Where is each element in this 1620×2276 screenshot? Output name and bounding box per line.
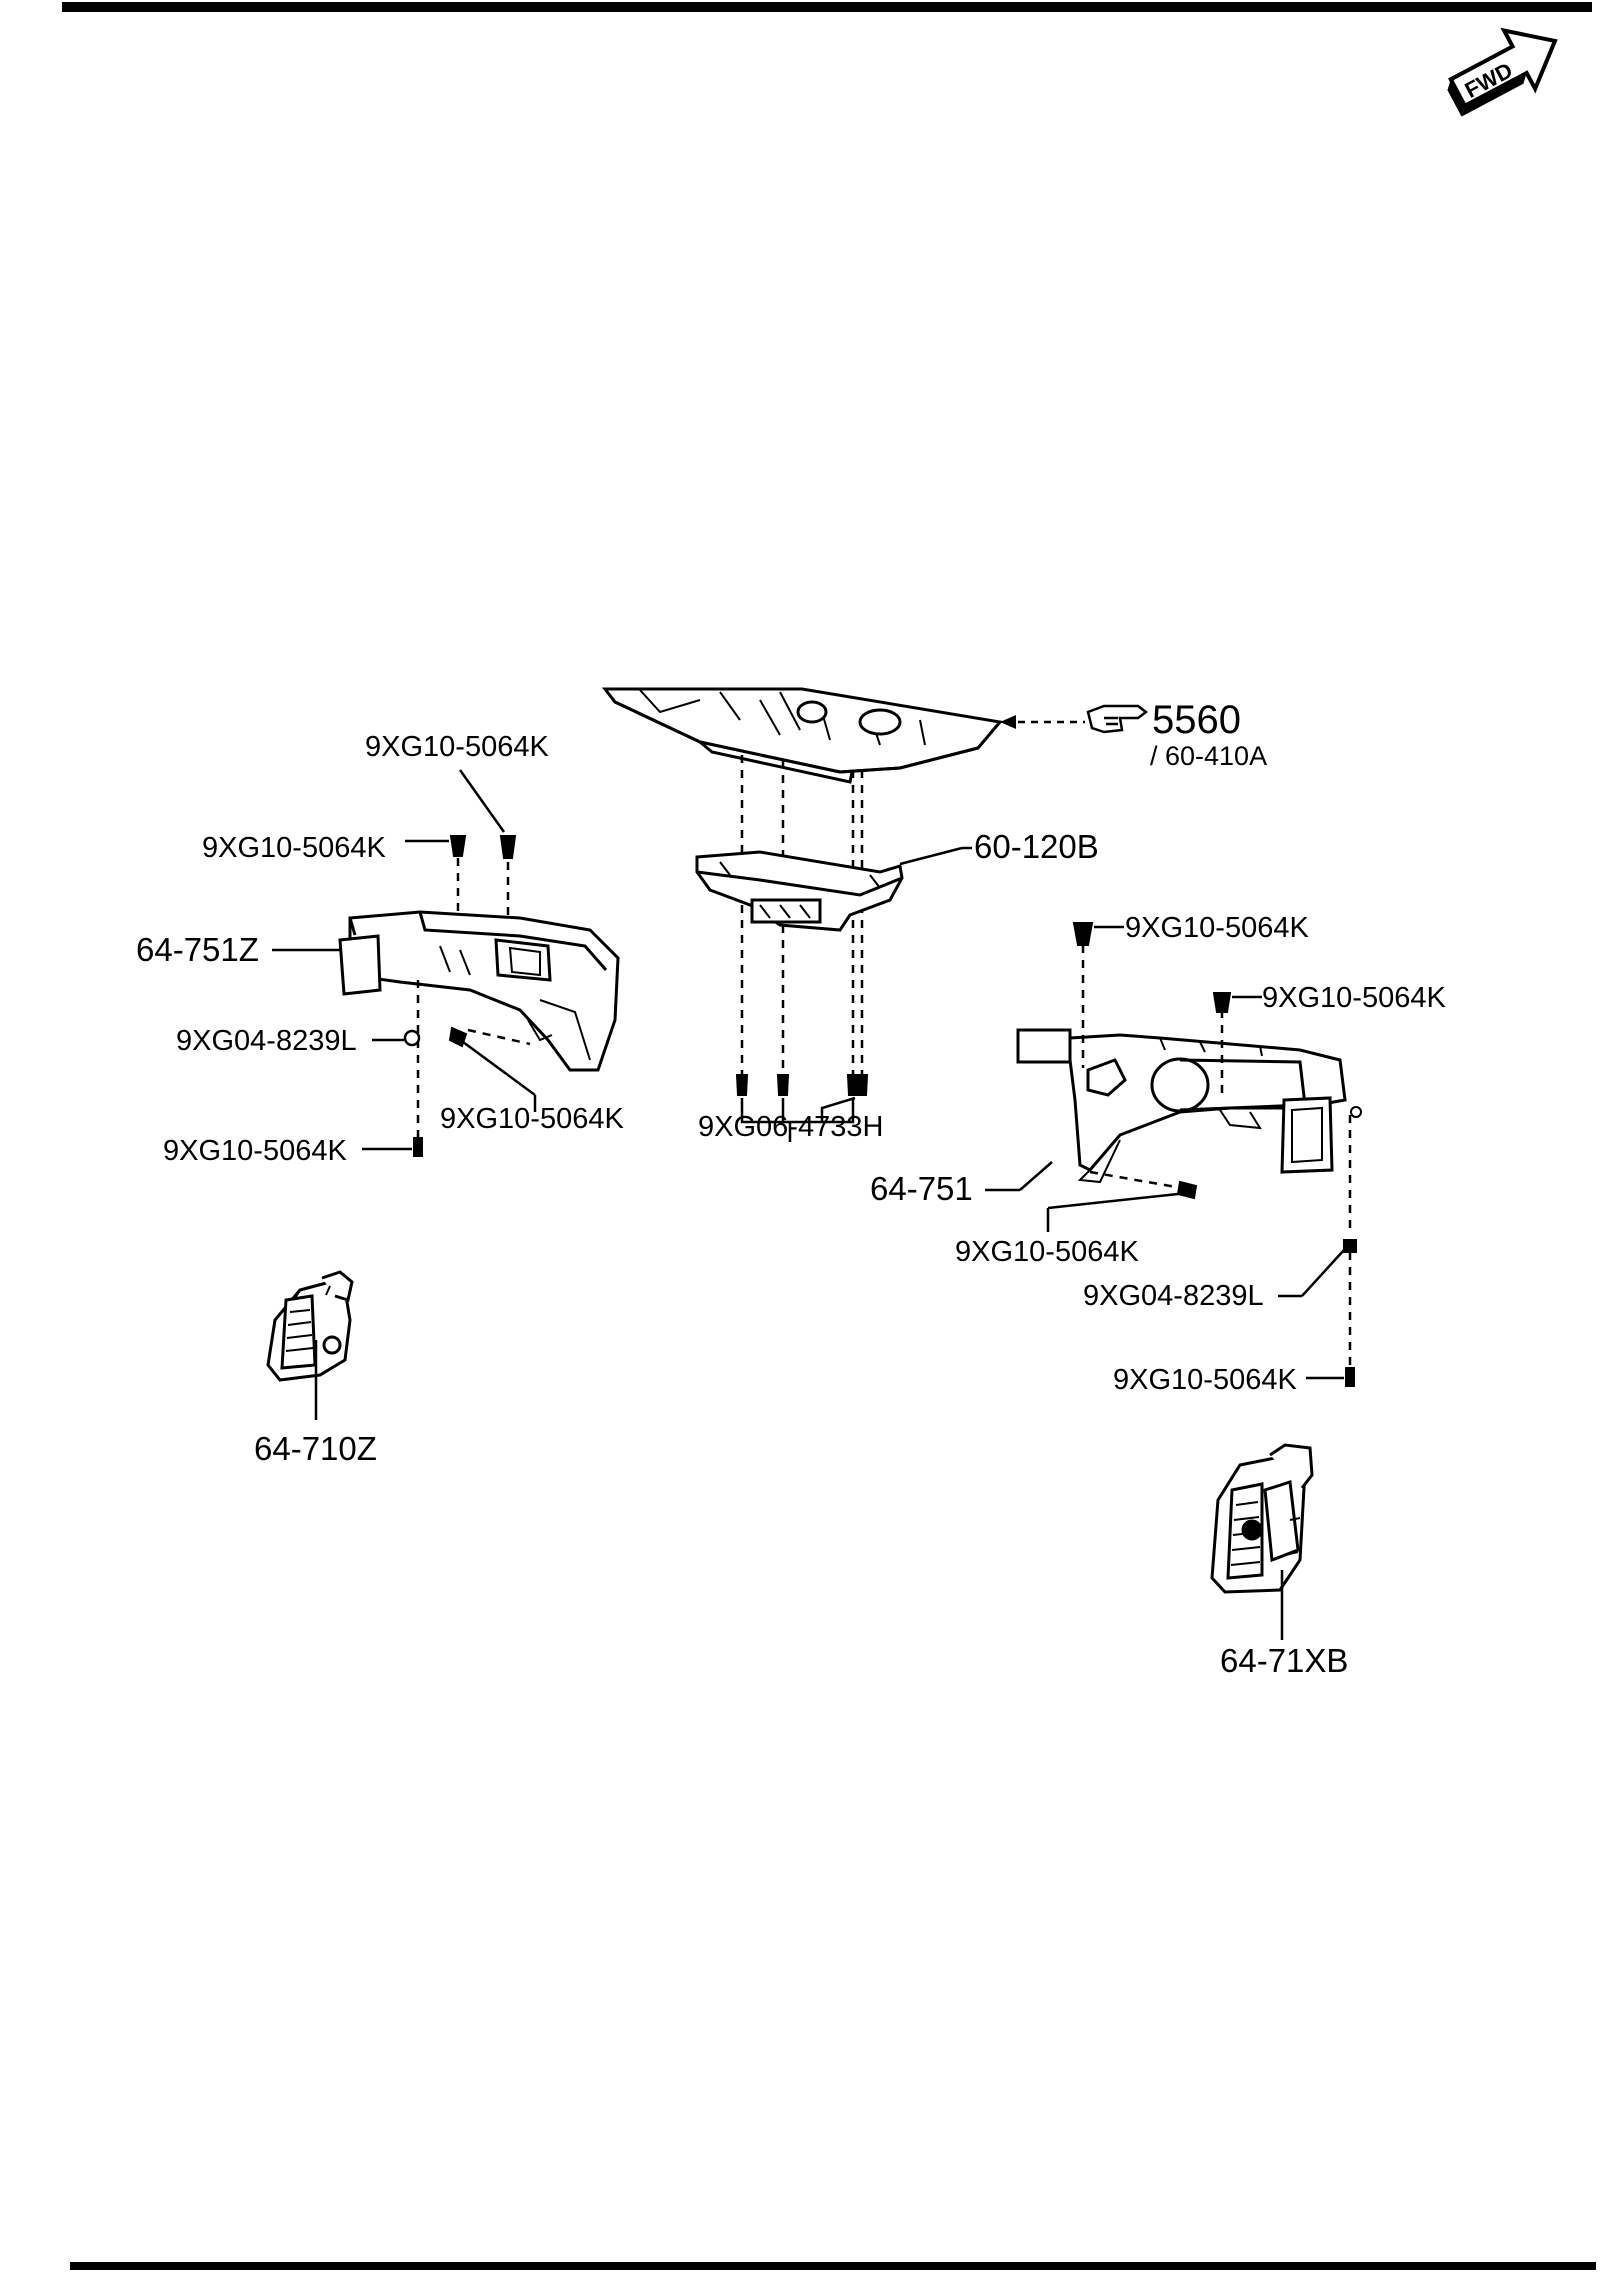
label-top-bolt: 9XG10-5064K (365, 731, 549, 763)
bottom-rule (70, 2262, 1596, 2270)
fwd-arrow-icon: FWD (1447, 27, 1558, 117)
label-left-clip: 9XG04-8239L (176, 1025, 357, 1057)
label-left-bolt-mid: 9XG10-5064K (440, 1103, 624, 1135)
left-leaders (272, 769, 537, 1151)
leader-center-panel (899, 846, 963, 866)
label-center-screws: 9XG06-4733H (698, 1111, 884, 1143)
left-vent-part (266, 1270, 354, 1382)
label-right-vent: 64-71XB (1220, 1642, 1349, 1679)
right-duct-part (1016, 1028, 1347, 1184)
label-right-bolt-a: 9XG10-5064K (1125, 912, 1309, 944)
top-rule (62, 2, 1592, 12)
label-left-vent: 64-710Z (254, 1430, 377, 1467)
right-vent-part (1210, 1443, 1314, 1594)
label-right-duct: 64-751 (870, 1170, 973, 1207)
top-panel-part (601, 687, 1003, 784)
label-center-panel: 60-120B (974, 828, 1099, 865)
pointing-hand-icon (1086, 704, 1149, 734)
label-right-bolt-b: 9XG10-5064K (1262, 982, 1446, 1014)
label-right-bolt-c: 9XG10-5064K (955, 1236, 1139, 1268)
left-duct-part (338, 910, 620, 1072)
label-left-bolt-upper: 9XG10-5064K (202, 832, 386, 864)
label-left-duct: 64-751Z (136, 931, 259, 968)
label-right-clip: 9XG04-8239L (1083, 1280, 1264, 1312)
label-left-bolt-lower: 9XG10-5064K (163, 1135, 347, 1167)
label-ref-sub: / 60-410A (1150, 741, 1268, 771)
right-dashed-lines (1081, 945, 1352, 1365)
right-bolts (1072, 922, 1362, 1387)
left-dashed-lines (416, 858, 531, 1140)
leader-center-screws (740, 1096, 856, 1124)
center-screws (735, 1074, 869, 1096)
center-panel-part (695, 850, 904, 932)
leader-ref-arrow (1000, 715, 1016, 729)
label-ref-main[interactable]: 5560 (1152, 698, 1241, 742)
left-bolts (403, 835, 517, 1157)
label-right-bolt-d: 9XG10-5064K (1113, 1364, 1297, 1396)
right-leaders (985, 925, 1345, 1380)
